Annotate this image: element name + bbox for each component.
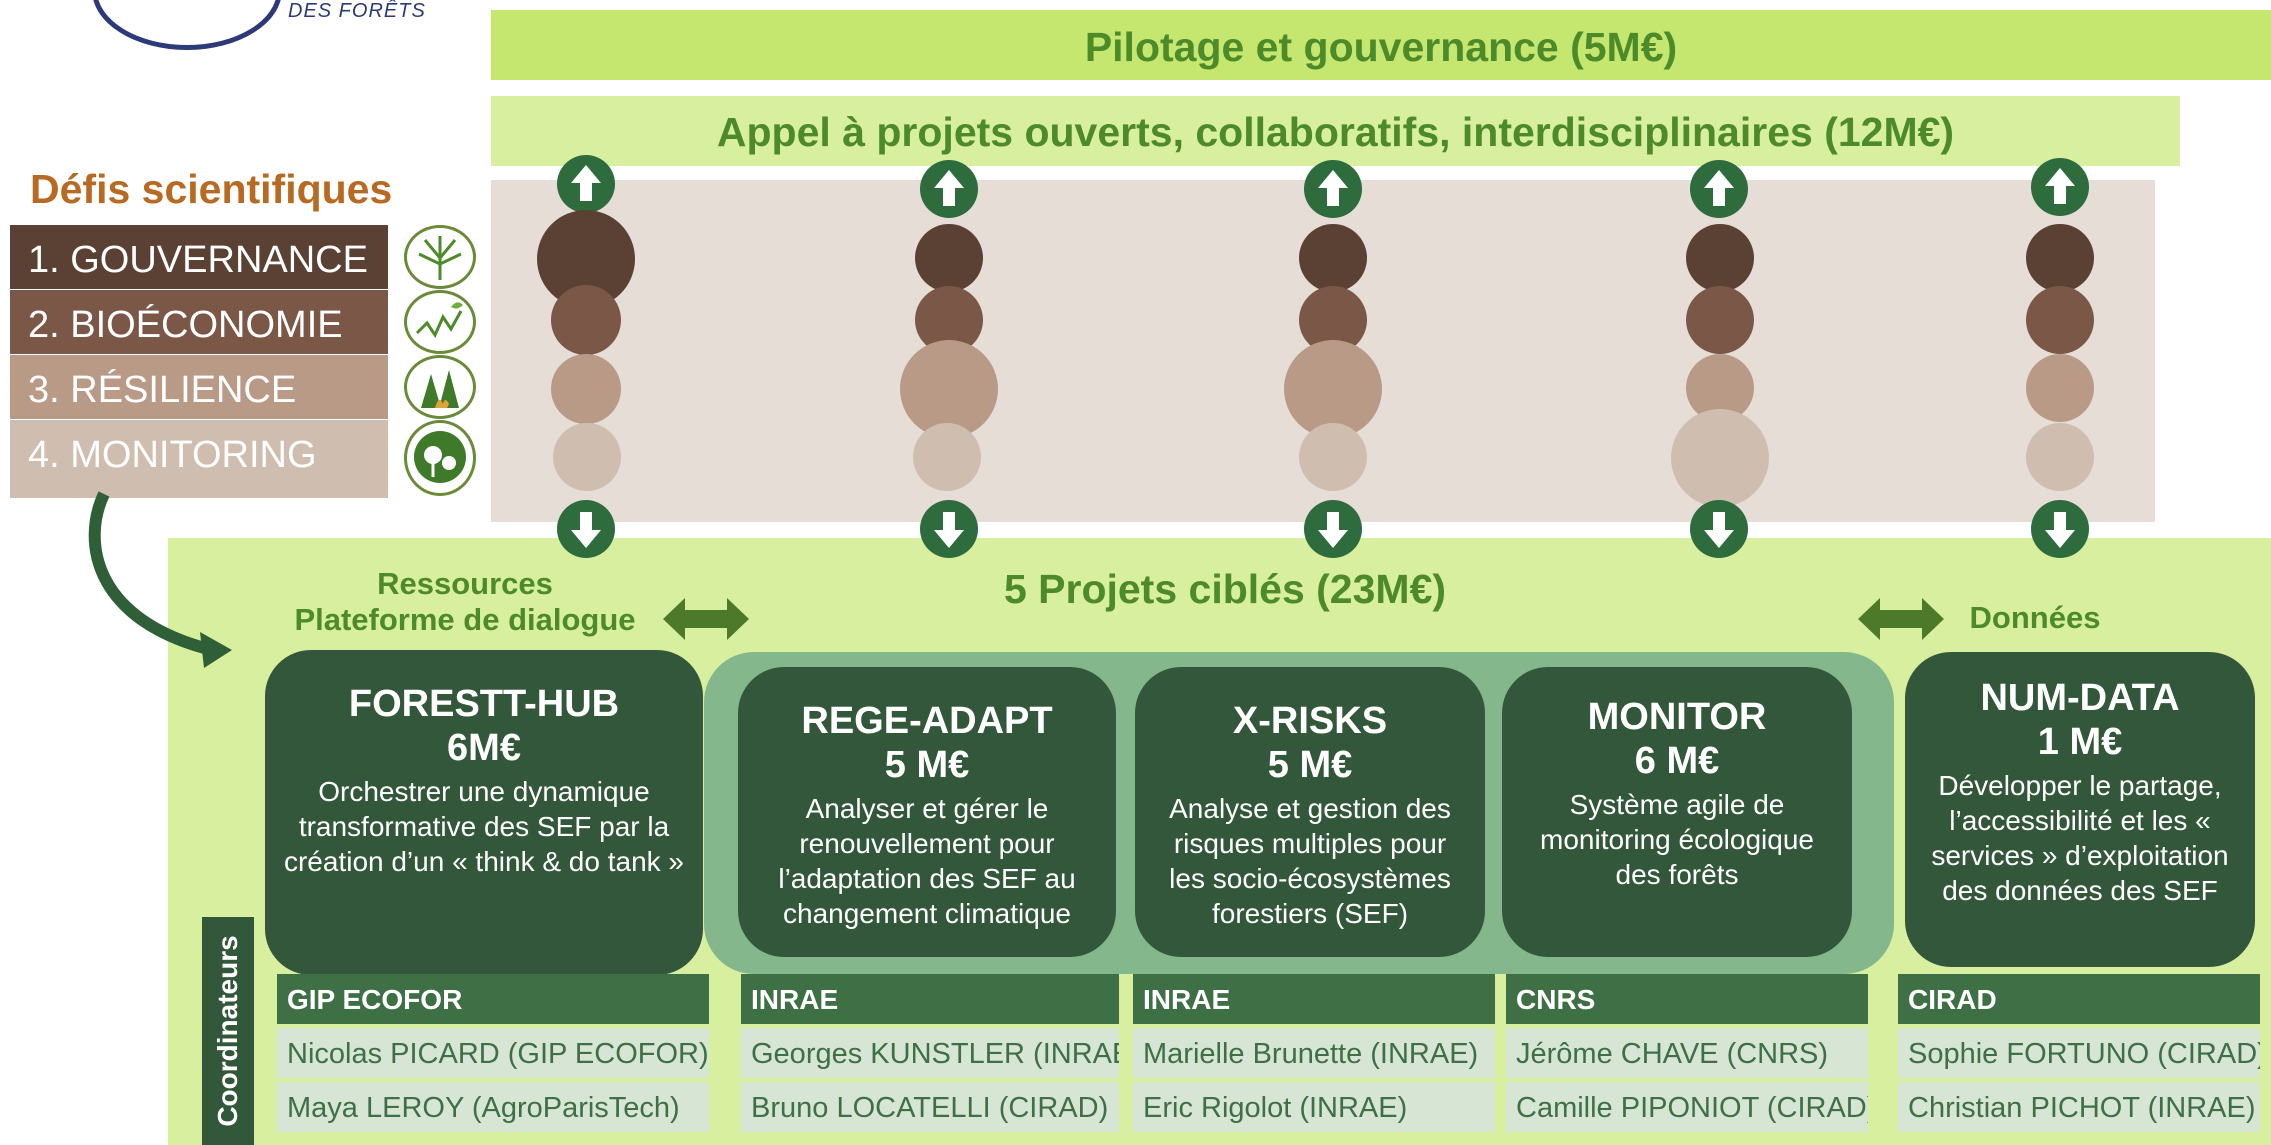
curved-arrow-icon: [88, 491, 232, 668]
coordinateurs-text: Coordinateurs: [212, 935, 243, 1127]
project-card-x-risks: X-RISKS 5 M€ Analyse et gestion des risq…: [1135, 667, 1485, 957]
coordinator-person: Christian PICHOT (INRAE): [1898, 1082, 2260, 1132]
coordinator-org: INRAE: [1133, 974, 1495, 1024]
challenge-dot-monitoring: [553, 423, 621, 491]
down-arrow-icon: [1690, 500, 1748, 558]
coordinator-person: Eric Rigolot (INRAE): [1133, 1082, 1495, 1132]
coordinator-column-1: GIP ECOFOR Nicolas PICARD (GIP ECOFOR) M…: [277, 974, 709, 1132]
double-arrow-icon: [663, 598, 749, 640]
projets-cibles-label: 5 Projets ciblés (23M€): [1003, 566, 1447, 612]
project-budget: 6 M€: [1634, 740, 1720, 782]
challenge-dot-monitoring: [1671, 409, 1769, 507]
growth-chart-icon: [404, 290, 476, 354]
down-arrow-icon: [1304, 500, 1362, 558]
down-arrow-icon: [557, 500, 615, 558]
up-arrow-icon: [1690, 160, 1748, 218]
project-budget: 5 M€: [1267, 744, 1353, 786]
donnees-label: Données: [1969, 600, 2101, 635]
challenge-dot-resilience: [2026, 354, 2094, 422]
tree-monitor-icon: [404, 420, 476, 496]
project-card-monitor: MONITOR 6 M€ Système agile de monitoring…: [1502, 667, 1852, 957]
project-name: NUM-DATA: [1980, 677, 2180, 719]
challenge-dot-monitoring: [1299, 423, 1367, 491]
project-description: Orchestrer une dynamique transformative …: [283, 776, 685, 877]
forest-tree-icon: [404, 225, 476, 289]
coordinator-column-2: INRAE Georges KUNSTLER (INRAE) Bruno LOC…: [741, 974, 1119, 1132]
forest-fire-icon: [404, 355, 476, 419]
defi-bioeconomie: 2. BIOÉCONOMIE: [10, 290, 388, 354]
challenge-dot-bioeconomie: [1686, 286, 1754, 354]
challenge-dot-monitoring: [913, 423, 981, 491]
project-name: MONITOR: [1587, 696, 1767, 738]
project-description: Système agile de monitoring écologique d…: [1540, 789, 1814, 890]
defi-resilience: 3. RÉSILIENCE: [10, 355, 388, 419]
appel-projets-bar: Appel à projets ouverts, collaboratifs, …: [491, 96, 2180, 166]
logo-text: DES FORÊTS: [288, 0, 426, 22]
project-card-num-data: NUM-DATA 1 M€ Développer le partage, l’a…: [1905, 652, 2255, 967]
challenge-dot-bioeconomie: [2026, 286, 2094, 354]
challenge-dot-gouvernance: [915, 224, 983, 292]
challenge-dot-monitoring: [2026, 423, 2094, 491]
project-name: FORESTT-HUB: [348, 683, 620, 725]
coordinator-org: CNRS: [1506, 974, 1868, 1024]
challenge-dot-gouvernance: [2026, 224, 2094, 292]
coordinator-person: Bruno LOCATELLI (CIRAD): [741, 1082, 1119, 1132]
up-arrow-icon: [2031, 158, 2089, 216]
coordinator-org: CIRAD: [1898, 974, 2260, 1024]
challenge-dot-gouvernance: [1686, 224, 1754, 292]
project-card-rege-adapt: REGE-ADAPT 5 M€ Analyser et gérer le ren…: [738, 667, 1116, 957]
challenge-dot-gouvernance: [1299, 224, 1367, 292]
up-arrow-icon: [1304, 160, 1362, 218]
project-card-forestt-hub: FORESTT-HUB 6M€ Orchestrer une dynamique…: [265, 650, 703, 975]
up-arrow-icon: [920, 160, 978, 218]
challenge-dot-resilience: [551, 354, 621, 424]
project-budget: 1 M€: [2037, 721, 2123, 763]
coordinator-person: Camille PIPONIOT (CIRAD): [1506, 1082, 1868, 1132]
project-name: X-RISKS: [1232, 700, 1388, 742]
coordinator-person: Nicolas PICARD (GIP ECOFOR): [277, 1028, 709, 1078]
plateforme-dialogue-text: Plateforme de dialogue: [294, 602, 636, 637]
coordinator-org: INRAE: [741, 974, 1119, 1024]
coordinator-person: Maya LEROY (AgroParisTech): [277, 1082, 709, 1132]
project-name: REGE-ADAPT: [801, 700, 1053, 742]
coordinator-org: GIP ECOFOR: [277, 974, 709, 1024]
up-arrow-icon: [557, 155, 615, 213]
project-description: Développer le partage, l’accessibilité e…: [1931, 770, 2229, 906]
coordinator-person: Marielle Brunette (INRAE): [1133, 1028, 1495, 1078]
coordinator-column-5: CIRAD Sophie FORTUNO (CIRAD) Christian P…: [1898, 974, 2260, 1132]
down-arrow-icon: [2031, 500, 2089, 558]
coordinateurs-label: Coordinateurs: [202, 917, 254, 1145]
project-budget: 5 M€: [884, 744, 970, 786]
project-description: Analyse et gestion des risques multiples…: [1169, 793, 1451, 929]
challenge-dot-resilience: [900, 340, 998, 438]
defis-title: Défis scientifiques: [30, 166, 393, 212]
pilotage-bar: Pilotage et gouvernance (5M€): [491, 10, 2271, 80]
challenge-dot-bioeconomie: [551, 285, 621, 355]
defi-gouvernance: 1. GOUVERNANCE: [10, 225, 388, 289]
project-budget: 6M€: [447, 727, 521, 769]
logo-arc: [92, 0, 282, 50]
coordinator-column-4: CNRS Jérôme CHAVE (CNRS) Camille PIPONIO…: [1506, 974, 1868, 1132]
challenge-dot-resilience: [1284, 340, 1382, 438]
double-arrow-icon: [1858, 598, 1944, 640]
ressources-label: Ressources Plateforme de dialogue: [280, 566, 650, 638]
coordinator-person: Georges KUNSTLER (INRAE): [741, 1028, 1119, 1078]
ressources-text: Ressources: [377, 566, 553, 601]
coordinator-person: Sophie FORTUNO (CIRAD): [1898, 1028, 2260, 1078]
project-description: Analyser et gérer le renouvellement pour…: [778, 793, 1076, 929]
coordinator-person: Jérôme CHAVE (CNRS): [1506, 1028, 1868, 1078]
coordinator-column-3: INRAE Marielle Brunette (INRAE) Eric Rig…: [1133, 974, 1495, 1132]
defi-monitoring: 4. MONITORING: [10, 420, 388, 498]
down-arrow-icon: [920, 500, 978, 558]
